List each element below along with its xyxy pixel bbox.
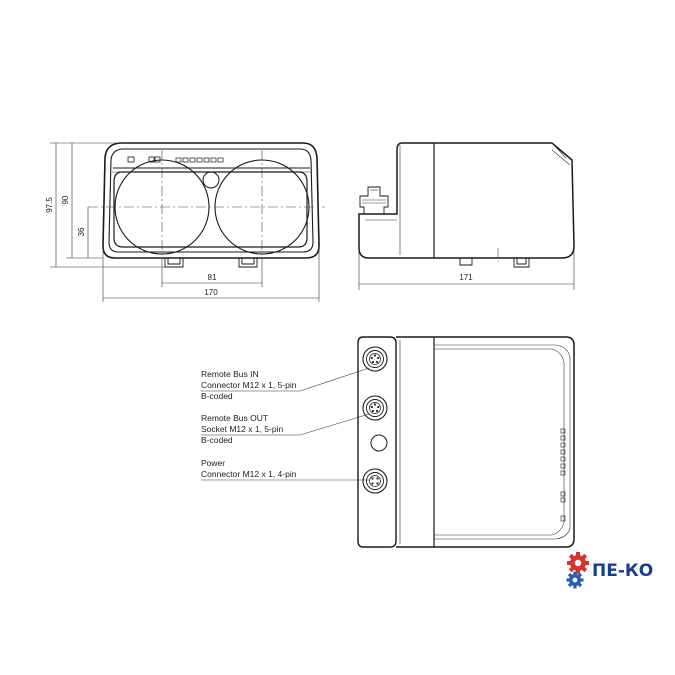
dim-171: 171: [459, 273, 473, 282]
logo-text: ПЕ-КО: [592, 561, 653, 581]
callout-3-line-1: Power: [201, 458, 225, 468]
dim-90: 90: [61, 195, 70, 204]
blanking-plug: [370, 434, 388, 452]
front-view: [88, 142, 325, 268]
logo: ПЕ-КО: [566, 552, 653, 589]
side-dimensions: 171: [358, 250, 575, 290]
power-connector: [362, 468, 388, 494]
led-column: [560, 428, 566, 522]
callout-1-line-3: B-coded: [201, 391, 233, 401]
dim-170: 170: [204, 288, 218, 297]
dim-81: 81: [208, 273, 217, 282]
callout-2-line-3: B-coded: [201, 435, 233, 445]
side-view: [358, 142, 575, 268]
top-view: [357, 336, 575, 548]
callout-2-line-2: Socket M12 x 1, 5-pin: [201, 424, 283, 434]
dim-97-5: 97.5: [45, 197, 54, 213]
gear-icon: [566, 552, 589, 589]
callout-1-line-1: Remote Bus IN: [201, 369, 259, 379]
callout-2-line-1: Remote Bus OUT: [201, 413, 268, 423]
remote-bus-in-connector: [362, 346, 388, 372]
callout-remote-bus-in: Remote Bus IN Connector M12 x 1, 5-pin B…: [201, 367, 370, 401]
dim-36: 36: [77, 227, 86, 236]
callout-1-line-2: Connector M12 x 1, 5-pin: [201, 380, 297, 390]
led-row: [175, 157, 224, 163]
right-mount-foot: [238, 258, 258, 268]
center-sensor: [202, 171, 220, 189]
callout-remote-bus-out: Remote Bus OUT Socket M12 x 1, 5-pin B-c…: [201, 413, 370, 445]
front-dimensions: 97.5 90 36 81 170: [45, 142, 320, 302]
callout-power: Power Connector M12 x 1, 4-pin: [201, 458, 369, 481]
left-mount-foot: [164, 258, 184, 268]
callout-3-line-2: Connector M12 x 1, 4-pin: [201, 469, 297, 479]
remote-bus-out-socket: [362, 395, 388, 421]
side-connector: [359, 186, 389, 214]
